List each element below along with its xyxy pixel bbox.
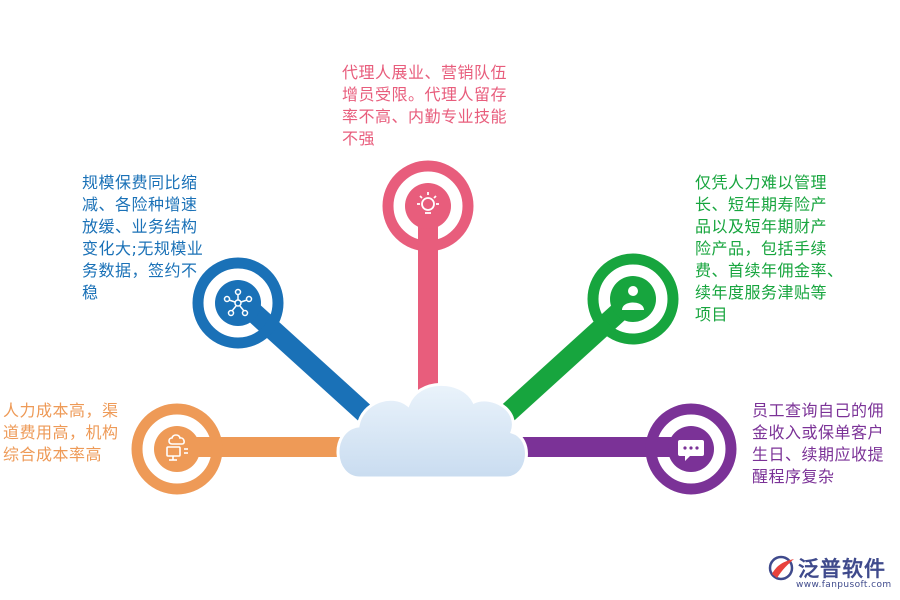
node-orange	[131, 403, 223, 495]
logo-mark-icon	[768, 555, 794, 581]
issue-text-orange: 人力成本高，渠 道费用高，机构 综合成本率高	[3, 401, 119, 464]
spoke-green	[493, 294, 637, 428]
issue-text-green: 仅凭人力难以管理 长、短年期寿险产 品以及短年期财产 险产品，包括手续 费、首续…	[695, 173, 844, 324]
logo-url: www.fanpusoft.com	[796, 580, 892, 590]
cloud-computer-icon	[166, 434, 188, 461]
node-purple	[645, 403, 737, 495]
center-cloud	[336, 382, 528, 480]
brand-logo: 泛普软件 www.fanpusoft.com	[768, 551, 898, 597]
node-red	[382, 160, 474, 252]
chat-bubble-icon	[678, 440, 704, 461]
spoke-blue	[233, 292, 377, 426]
network-icon	[223, 288, 253, 317]
logo-name: 泛普软件	[798, 557, 886, 581]
issue-text-purple: 员工查询自己的佣 金收入或保单客户 生日、续期应收提 醒程序复杂	[752, 401, 885, 486]
node-blue	[192, 257, 284, 349]
issue-text-blue: 规模保费同比缩 减、各险种增速 放缓、业务结构 变化大;无规模业 务数据，签约不…	[82, 173, 204, 302]
issue-text-red: 代理人展业、营销队伍 增员受限。代理人留存 率不高、内勤专业技能 不强	[342, 63, 508, 148]
person-icon	[622, 286, 644, 310]
node-green	[587, 253, 679, 345]
lightbulb-icon	[417, 192, 439, 214]
